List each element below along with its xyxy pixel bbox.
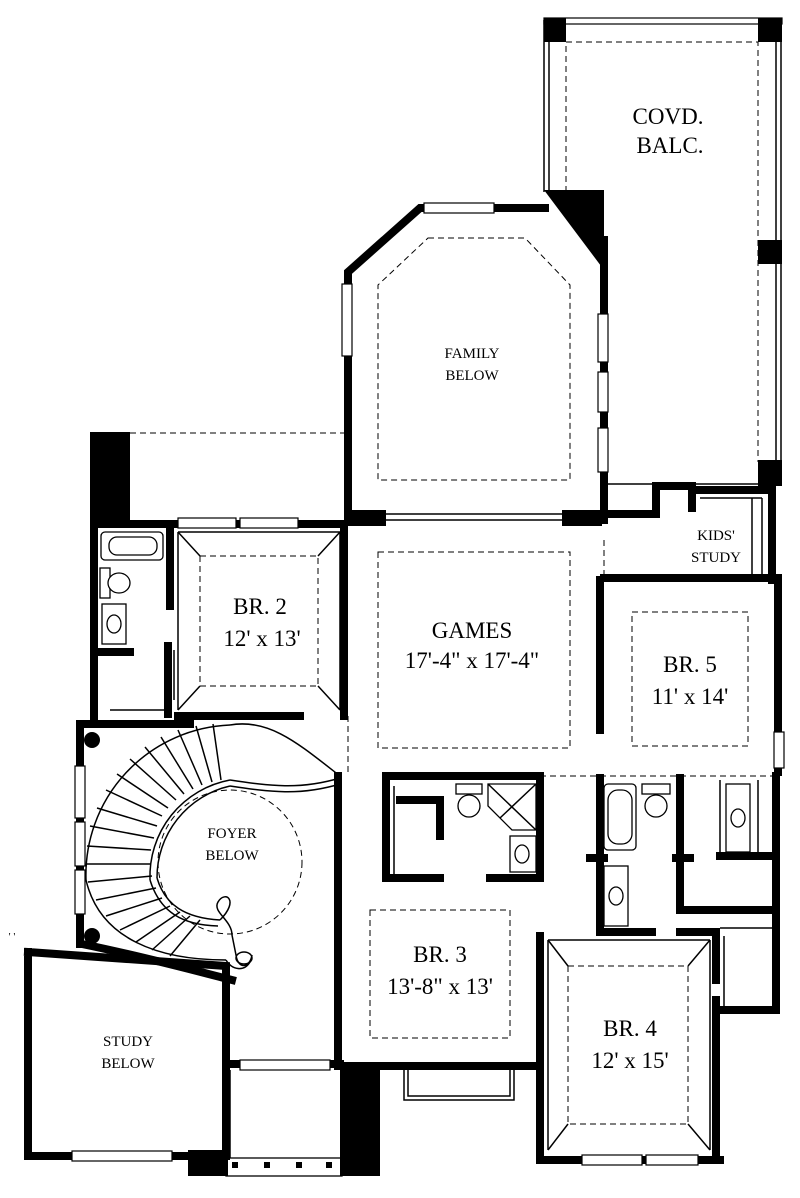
- br4-dims: 12' x 15': [591, 1048, 668, 1073]
- family-line2: BELOW: [445, 368, 499, 384]
- balcony-column: [758, 240, 782, 264]
- br5-dims: 11' x 14': [652, 684, 728, 709]
- foyer-line2: BELOW: [205, 848, 259, 864]
- svg-text:BR. 2: BR. 2: [233, 594, 287, 619]
- bedroom-2: [90, 432, 348, 724]
- kids-study-line1: KIDS': [697, 528, 735, 544]
- svg-text:11' x 14': 11' x 14': [652, 684, 728, 709]
- games-dims: 17'-4" x 17'-4": [405, 648, 539, 673]
- balcony-column: [544, 18, 566, 42]
- svg-text:STUDY: STUDY: [103, 1034, 153, 1050]
- svg-text:BR. 5: BR. 5: [663, 652, 717, 677]
- window: [71, 1150, 173, 1162]
- covered-balcony: [543, 17, 783, 486]
- window: [239, 1059, 331, 1071]
- column: [84, 732, 100, 748]
- window: [74, 821, 86, 867]
- svg-text:FAMILY: FAMILY: [445, 346, 500, 362]
- kids-study-area: [600, 482, 780, 584]
- br5-name: BR. 5: [663, 652, 717, 677]
- window: [74, 765, 86, 819]
- svg-text:12' x 15': 12' x 15': [591, 1048, 668, 1073]
- window: [773, 731, 785, 769]
- svg-text:COVD.: COVD.: [633, 104, 704, 129]
- room-labels: COVD. BALC. FAMILY BELOW KIDS' STUDY BR.…: [101, 104, 741, 1073]
- kids-study-line2: STUDY: [691, 550, 741, 566]
- svg-text:STUDY: STUDY: [691, 550, 741, 566]
- svg-text:17'-4" x 17'-4": 17'-4" x 17'-4": [405, 648, 539, 673]
- bedroom-3: [336, 772, 544, 1176]
- svg-text:GAMES: GAMES: [432, 618, 513, 643]
- br2-name: BR. 2: [233, 594, 287, 619]
- window: [645, 1154, 699, 1166]
- window: [581, 1154, 643, 1166]
- foyer-stair-area: ' ': [9, 720, 344, 1177]
- svg-text:BALC.: BALC.: [636, 133, 703, 158]
- svg-text:12' x 13': 12' x 13': [223, 626, 300, 651]
- svg-text:KIDS': KIDS': [697, 528, 735, 544]
- svg-text:BR. 3: BR. 3: [413, 942, 467, 967]
- svg-text:BELOW: BELOW: [445, 368, 499, 384]
- window: [597, 371, 609, 413]
- balcony-column: [758, 460, 782, 486]
- window: [597, 427, 609, 473]
- study-line2: BELOW: [101, 1056, 155, 1072]
- covd-balc-line1: COVD.: [633, 104, 704, 129]
- sink-icon: [725, 783, 751, 853]
- svg-text:BELOW: BELOW: [101, 1056, 155, 1072]
- study-line1: STUDY: [103, 1034, 153, 1050]
- toilet-icon: [641, 783, 671, 795]
- bedroom-5: [540, 574, 785, 777]
- br3-dims: 13'-8" x 13': [387, 974, 493, 999]
- toilet-icon: [455, 783, 483, 795]
- br2-dims: 12' x 13': [223, 626, 300, 651]
- svg-text:' ': ' ': [9, 931, 16, 943]
- window: [423, 202, 495, 214]
- window: [239, 517, 299, 529]
- svg-text:13'-8" x 13': 13'-8" x 13': [387, 974, 493, 999]
- column: [84, 928, 100, 944]
- family-line1: FAMILY: [445, 346, 500, 362]
- window: [597, 313, 609, 363]
- br3-name: BR. 3: [413, 942, 467, 967]
- svg-text:FOYER: FOYER: [207, 826, 256, 842]
- svg-text:BR. 4: BR. 4: [603, 1016, 657, 1041]
- bedroom-4: [536, 772, 780, 1166]
- spiral-stair-treads: [86, 723, 222, 957]
- window: [74, 869, 86, 915]
- sink-icon: [101, 603, 127, 645]
- games-name: GAMES: [432, 618, 513, 643]
- br4-name: BR. 4: [603, 1016, 657, 1041]
- window: [177, 517, 237, 529]
- games-room: [347, 551, 571, 776]
- family-below-area: [130, 190, 609, 526]
- foyer-line1: FOYER: [207, 826, 256, 842]
- window: [341, 283, 353, 357]
- covd-balc-line2: BALC.: [636, 133, 703, 158]
- svg-text:BELOW: BELOW: [205, 848, 259, 864]
- study-below-area: [23, 947, 230, 1162]
- balcony-column: [758, 18, 782, 42]
